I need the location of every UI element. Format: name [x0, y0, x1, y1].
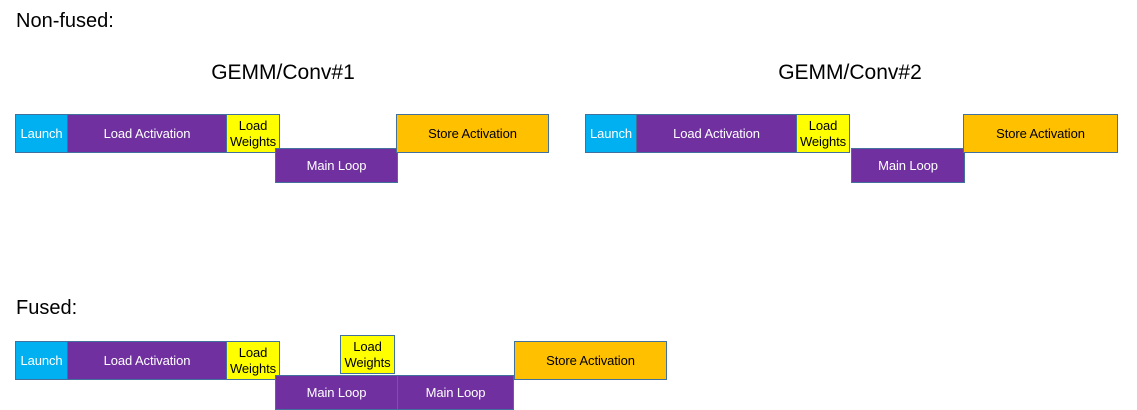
section-label-fused: Fused:: [16, 297, 78, 319]
fused-load-activation-bar[interactable]: Load Activation: [67, 341, 227, 380]
fused-main-loop-bar-1[interactable]: Main Loop: [275, 375, 398, 410]
group-title-gemm-conv-2: GEMM/Conv#2: [778, 61, 922, 84]
nonfused-g1-load-weights-bar[interactable]: Load Weights: [226, 114, 280, 153]
nonfused-g1-main-loop-bar[interactable]: Main Loop: [275, 148, 398, 183]
nonfused-g1-launch-bar[interactable]: Launch: [15, 114, 68, 153]
section-label-non-fused: Non-fused:: [16, 10, 114, 32]
nonfused-g2-load-weights-bar[interactable]: Load Weights: [796, 114, 850, 153]
nonfused-g1-store-activation-bar[interactable]: Store Activation: [396, 114, 549, 153]
nonfused-g2-store-activation-bar[interactable]: Store Activation: [963, 114, 1118, 153]
fused-store-activation-bar[interactable]: Store Activation: [514, 341, 667, 380]
nonfused-g1-load-activation-bar[interactable]: Load Activation: [67, 114, 227, 153]
group-title-gemm-conv-1: GEMM/Conv#1: [211, 61, 355, 84]
nonfused-g2-main-loop-bar[interactable]: Main Loop: [851, 148, 965, 183]
fused-load-weights-bar-2[interactable]: Load Weights: [340, 335, 395, 374]
fused-launch-bar[interactable]: Launch: [15, 341, 68, 380]
nonfused-g2-launch-bar[interactable]: Launch: [585, 114, 637, 153]
nonfused-g2-load-activation-bar[interactable]: Load Activation: [636, 114, 797, 153]
fused-load-weights-bar-1[interactable]: Load Weights: [226, 341, 280, 380]
fused-main-loop-bar-2[interactable]: Main Loop: [397, 375, 514, 410]
